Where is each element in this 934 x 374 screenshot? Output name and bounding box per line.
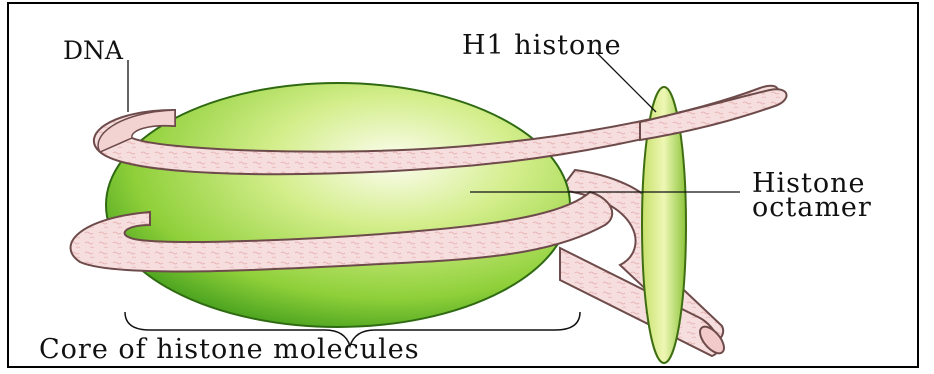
histone-octamer-label-line2: octamer bbox=[752, 192, 872, 223]
h1-histone-label: H1 histone bbox=[462, 30, 622, 61]
core-label: Core of histone molecules bbox=[39, 334, 420, 365]
h1-leader-line bbox=[596, 52, 656, 112]
dna-label: DNA bbox=[63, 36, 123, 65]
